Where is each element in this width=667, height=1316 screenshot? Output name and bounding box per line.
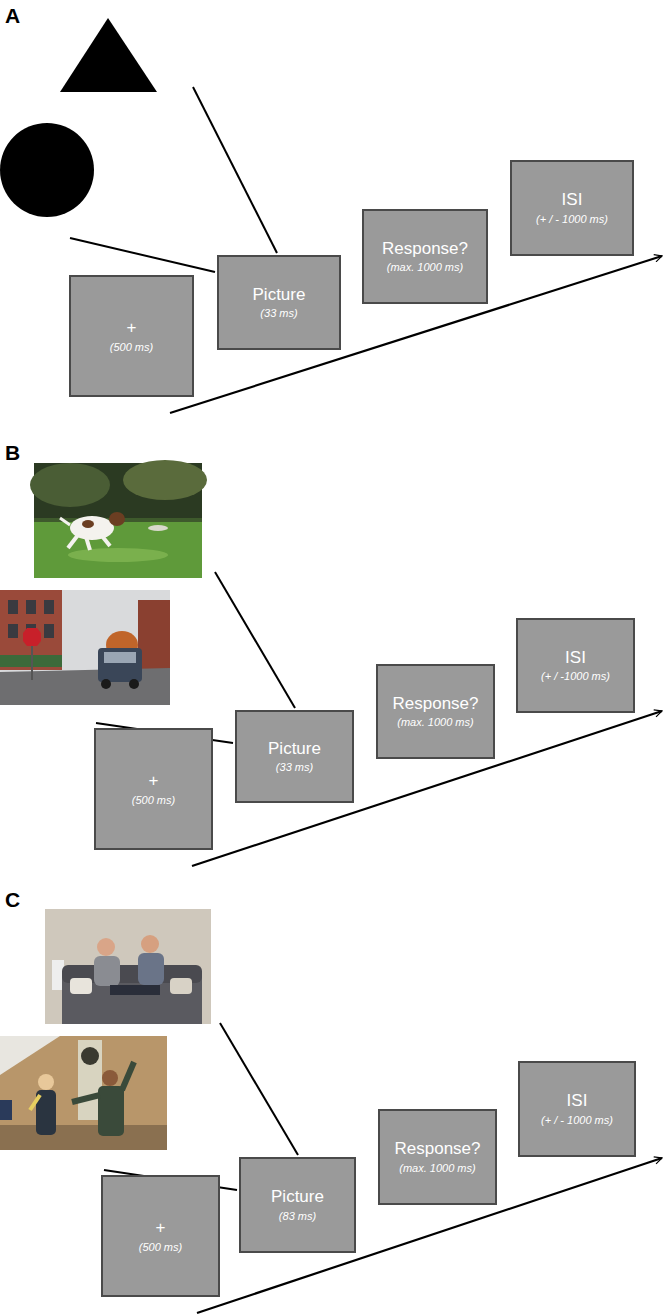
duration-text: (500 ms) [132,794,175,807]
timeline-box: Response? (max. 1000 ms) [378,1109,497,1205]
timeline-box: ISI (+ / - 1000 ms) [518,1061,636,1157]
duration-text: (500 ms) [110,341,153,354]
circle-stimulus [0,123,94,217]
timeline-box: + (500 ms) [69,275,194,397]
box-title: ISI [562,190,583,210]
dog-tail [60,518,70,525]
leader-line [70,238,215,272]
panel-letter: C [5,889,20,910]
tree [123,460,207,500]
duration-text: (33 ms) [260,307,297,320]
timeline-box: + (500 ms) [94,728,213,850]
person [98,1086,124,1136]
timeline-box: + (500 ms) [101,1175,220,1297]
person [138,953,164,985]
box-title: + [156,1218,166,1238]
timeline-box: Picture (33 ms) [235,710,354,803]
dog-spot [82,520,94,528]
dog-leg [86,537,90,550]
duration-text: (+ / -1000 ms) [541,670,610,683]
timeline-box: ISI (+ / - 1000 ms) [510,160,634,256]
triangle-stimulus [60,18,157,92]
box-title: Picture [253,285,306,305]
street-photo [0,590,170,705]
box-title: Picture [271,1187,324,1207]
duration-text: (83 ms) [279,1210,316,1223]
wall [45,909,211,1024]
wheel [129,679,139,689]
head [38,1074,54,1090]
truck-window [104,652,136,663]
raised-arm [122,1062,134,1090]
leader-line [220,1023,298,1155]
window [44,624,54,638]
wheel [101,679,111,689]
dartboard [81,1047,99,1065]
stop-sign [23,628,41,646]
furniture [0,1100,12,1120]
box-title: Response? [382,239,468,259]
brick-building [138,600,170,672]
duration-text: (max. 1000 ms) [387,261,463,274]
skylight [0,1036,60,1075]
social-photo [45,909,211,1024]
box-title: Response? [394,1139,480,1159]
timeline-box: ISI (+ / -1000 ms) [516,618,635,713]
arm [72,1095,100,1102]
box-title: Response? [392,694,478,714]
duration-text: (500 ms) [139,1241,182,1254]
leader-line [193,87,277,253]
dog-head [109,512,125,526]
duration-text: (33 ms) [276,761,313,774]
leader-line [215,572,295,708]
person [94,956,120,986]
wall [0,1036,167,1150]
dog-leg [68,535,78,548]
conflict-photo [0,1036,167,1150]
cushion [170,978,192,994]
cushion [70,978,92,994]
grass [34,522,202,578]
box-title: + [149,771,159,791]
box-title: Picture [268,739,321,759]
truck [98,648,142,682]
dog-leg [102,536,110,546]
tree [30,463,110,507]
duration-text: (+ / - 1000 ms) [536,213,608,226]
duration-text: (+ / - 1000 ms) [541,1114,613,1127]
timeline-box: Response? (max. 1000 ms) [376,664,495,759]
sky [0,590,170,705]
panel-letter: B [5,442,20,463]
grass-light [68,548,168,562]
road [0,668,170,705]
panel-letter: A [5,5,20,26]
duration-text: (max. 1000 ms) [399,1162,475,1175]
box-title: ISI [567,1091,588,1111]
duration-text: (max. 1000 ms) [397,716,473,729]
timeline-box: Response? (max. 1000 ms) [362,209,488,304]
floor [0,1125,167,1150]
box-title: + [127,318,137,338]
head [102,1070,118,1086]
scarf [30,1095,40,1110]
head [141,935,159,953]
dog-photo [30,460,207,578]
box-title: ISI [565,648,586,668]
window [26,600,36,614]
window [44,600,54,614]
window [8,600,18,614]
window [8,624,18,638]
ball [148,525,168,531]
timeline-box: Picture (33 ms) [217,255,341,350]
legs [110,985,160,995]
timeline-box: Picture (83 ms) [239,1157,356,1253]
head [97,938,115,956]
